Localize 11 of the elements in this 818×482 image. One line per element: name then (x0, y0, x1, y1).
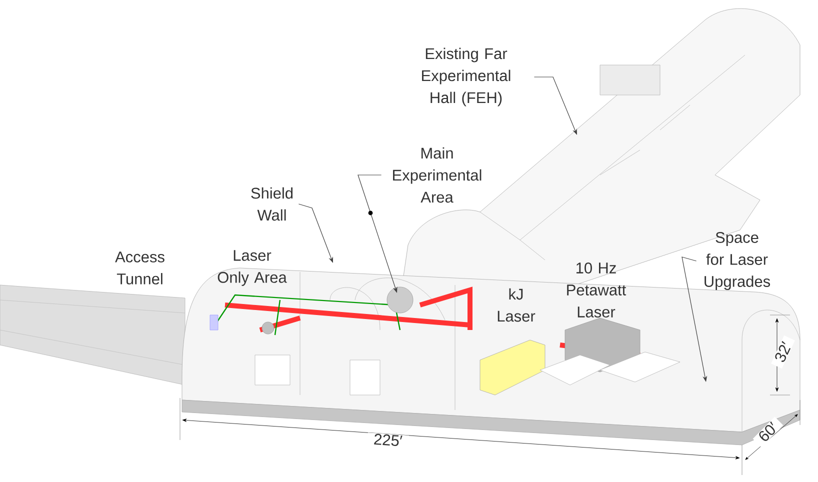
callout-label: Existing Far Experimental Hall (FEH) (422, 48, 510, 106)
area-label: 10 Hz Petawatt Laser (567, 262, 626, 318)
area-label: kJ Laser (498, 288, 536, 322)
callout-label: Shield Wall (251, 187, 293, 221)
callout-label: Main Experimental Area (393, 147, 482, 203)
dimension-label: 60′ (752, 416, 784, 448)
callout-label: Space for Laser Upgrades (704, 232, 770, 290)
dimension-label: 225′ (367, 432, 409, 448)
dimension-label: 32′ (771, 335, 795, 369)
area-label: Access Tunnel (115, 252, 164, 284)
area-label: Laser Only Area (218, 250, 287, 286)
